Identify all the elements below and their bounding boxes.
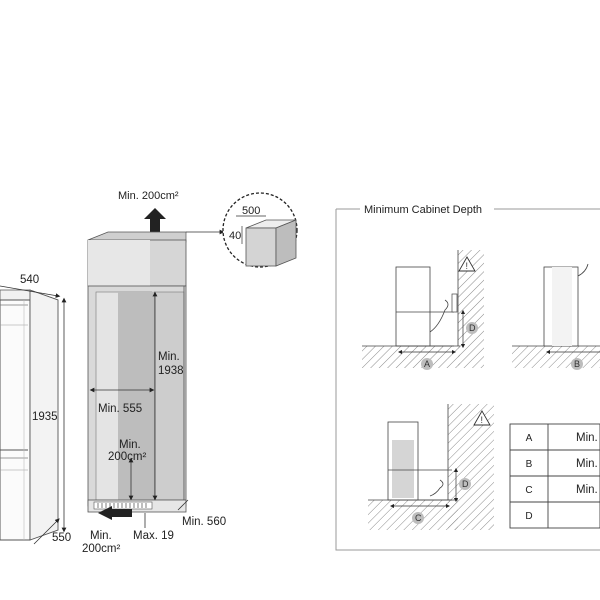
table-key-b: B [526, 459, 533, 470]
table-key-c: C [525, 485, 532, 496]
rear-vent-label-line2: 200cm² [108, 451, 147, 463]
bottom-vent-arrow-icon [98, 506, 132, 520]
table-key-d: D [525, 511, 532, 522]
plinth-label: Max. 19 [133, 530, 174, 542]
bottom-vent-label-line1: Min. [90, 530, 112, 542]
marker-a: A [424, 359, 430, 369]
top-vent-label: Min. 200cm² [118, 190, 179, 202]
fridge-width-label: 540 [20, 274, 39, 286]
rear-vent-label-line1: Min. [119, 439, 141, 451]
scenario-c: ! [368, 404, 494, 530]
fridge-figure [0, 285, 67, 545]
warning-icon [473, 410, 491, 426]
warning-mark: ! [466, 261, 469, 271]
table-value-a: Min. [576, 432, 598, 444]
inner-width-label: Min. 555 [98, 403, 142, 415]
table-value-b: Min. [576, 458, 598, 470]
bottom-vent-label-line2: 200cm² [82, 543, 121, 555]
table-value-c: Min. [576, 484, 598, 496]
inner-height-label-line1: Min. [158, 351, 180, 363]
fridge-depth-label: 550 [52, 532, 71, 544]
min-depth-title: Minimum Cabinet Depth [364, 204, 482, 216]
fridge-height-label: 1935 [32, 411, 58, 423]
warning-mark: ! [481, 415, 484, 425]
top-detail-callout [222, 192, 298, 268]
cabinet-figure [87, 208, 225, 528]
cabinet-depth-label: Min. 560 [182, 516, 226, 528]
detail-height-label: 40 [229, 230, 241, 242]
warning-icon [458, 256, 476, 272]
marker-d: D [469, 323, 476, 333]
marker-c: C [415, 513, 422, 523]
marker-d-c: D [462, 479, 469, 489]
depth-table [509, 423, 600, 529]
scenario-b [512, 263, 600, 370]
table-key-a: A [526, 433, 533, 444]
top-vent-arrow-icon [144, 208, 166, 233]
detail-width-label: 500 [242, 205, 260, 217]
min-depth-panel [335, 208, 600, 551]
inner-height-label-line2: 1938 [158, 365, 184, 377]
marker-b: B [574, 359, 580, 369]
scenario-a: ! [362, 250, 484, 370]
